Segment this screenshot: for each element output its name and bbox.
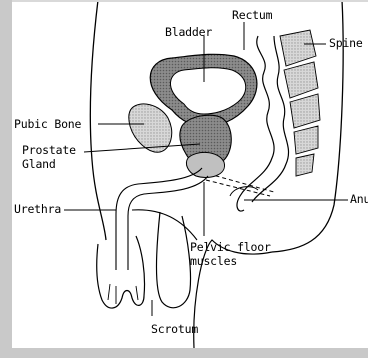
body-front-outline: [90, 0, 106, 240]
bladder-label: Bladder: [165, 26, 212, 39]
prostate-label-line2: Gland: [22, 158, 56, 171]
prostate-label-line1: Prostate: [22, 144, 76, 157]
anatomy-illustration: [12, 0, 368, 348]
spine-label: Spine: [329, 37, 363, 50]
scrotum-label: Scrotum: [151, 323, 198, 336]
urethra-label: Urethra: [14, 203, 61, 216]
pelvic-floor-label-line2: muscles: [190, 255, 237, 268]
pubic-bone-label: Pubic Bone: [14, 118, 81, 131]
spine-vertebrae: [280, 30, 320, 176]
rectum-label: Rectum: [232, 9, 272, 22]
pubic-bone-shape: [129, 104, 172, 152]
thigh-back-outline: [132, 210, 197, 240]
scrotum-shape: [157, 212, 191, 308]
pelvic-floor-label-line1: Pelvic floor: [190, 241, 271, 254]
pelvic-floor-muscle: [186, 152, 224, 177]
anus-label: Anus: [350, 193, 368, 206]
